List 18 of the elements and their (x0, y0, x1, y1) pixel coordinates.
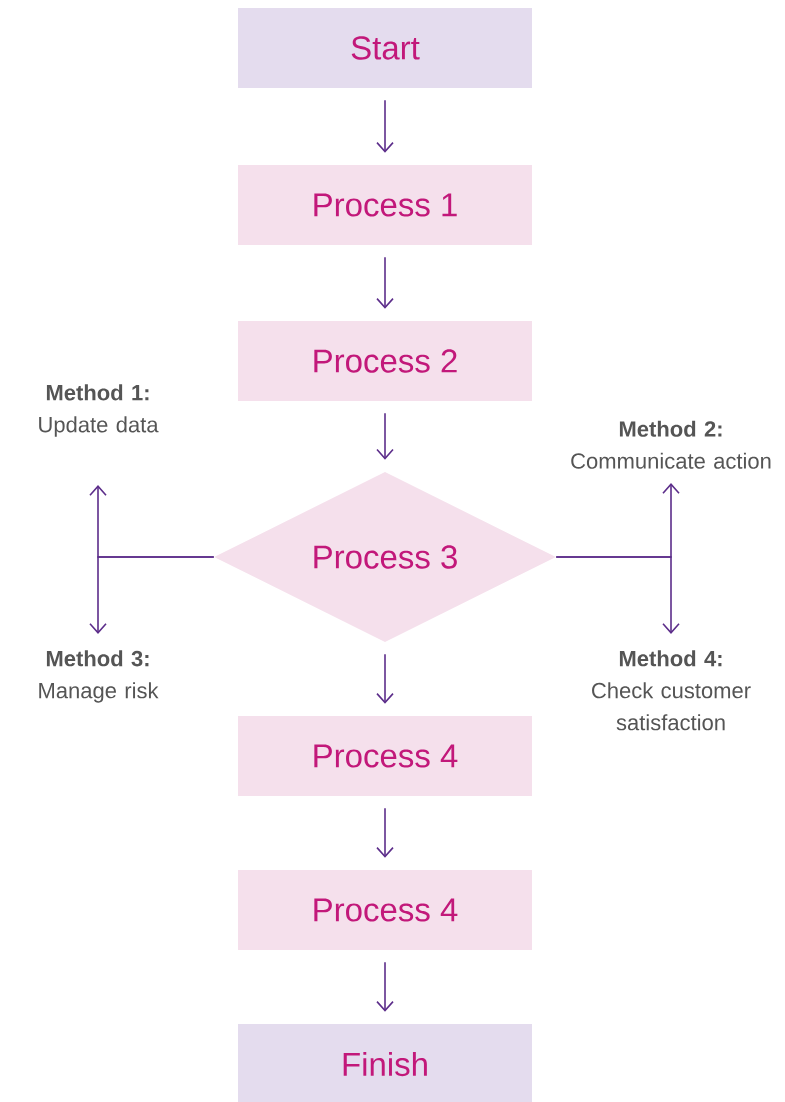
arrow (89, 556, 215, 634)
method-note: Method 4: Check customer satisfaction (592, 650, 751, 731)
terminal-box: Finish (238, 1024, 532, 1102)
process-box: Process 4 (238, 870, 532, 950)
process-box: Process 4 (238, 716, 532, 796)
arrow (376, 256, 394, 309)
process-box: Process 2 (238, 321, 532, 401)
arrow (376, 961, 394, 1012)
method-note: Method 3: Manage risk (39, 650, 159, 703)
process-box: Process 1 (238, 165, 532, 245)
arrow (376, 99, 394, 153)
arrow (555, 556, 680, 634)
arrow (376, 807, 394, 858)
terminal-box: Start (238, 8, 532, 88)
method-note: Method 1: Update data (39, 384, 159, 437)
arrow (376, 412, 394, 460)
arrow (376, 653, 394, 704)
method-note: Method 2: Communicate action (571, 420, 771, 469)
